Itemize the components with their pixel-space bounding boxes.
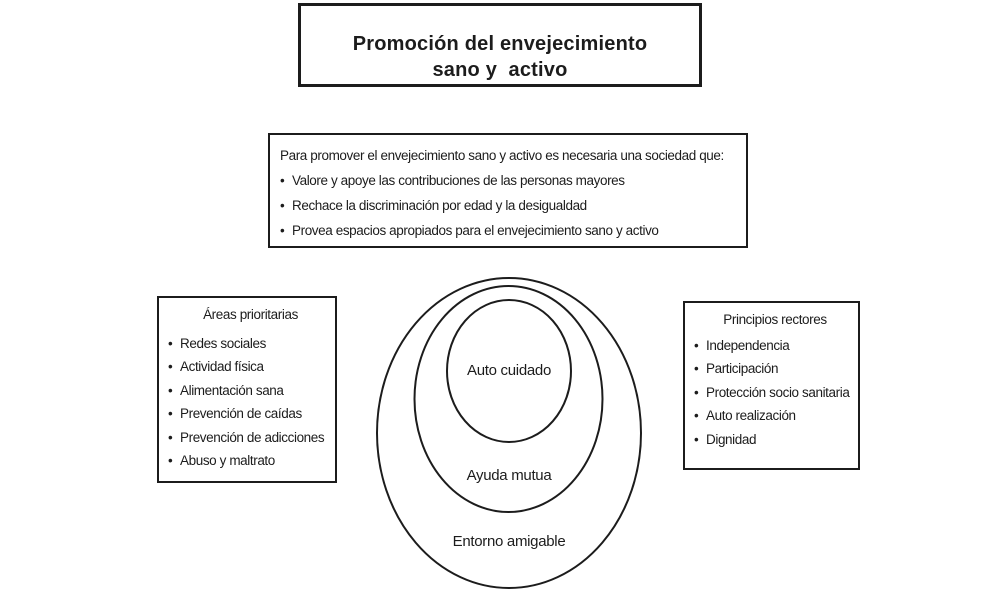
priority-areas-item: • Abuso y maltrato (168, 449, 333, 473)
priority-areas-item-text: Prevención de caídas (180, 406, 302, 421)
priority-areas-item-text: Actividad física (180, 359, 264, 374)
intro-lead-text: Para promover el envejecimiento sano y a… (280, 148, 724, 163)
priority-areas-item: • Alimentación sana (168, 379, 333, 403)
bullet-marker: • (168, 406, 173, 421)
guiding-principles-item-text: Independencia (706, 337, 790, 353)
guiding-principles-item: • Protección socio sanitaria (694, 381, 856, 405)
guiding-principles-item-text: Protección socio sanitaria (706, 384, 850, 400)
intro-bullet-item: • Rechace la discriminación por edad y la… (280, 193, 742, 218)
bullet-marker: • (694, 408, 699, 423)
priority-areas-item: • Actividad física (168, 355, 333, 379)
intro-bullet-text: Rechace la discriminación por edad y la … (292, 198, 587, 213)
bullet-marker: • (280, 223, 285, 238)
priority-areas-item-text: Abuso y maltrato (180, 453, 275, 468)
priority-areas-item: • Prevención de caídas (168, 402, 333, 426)
guiding-principles-title: Principios rectores (723, 312, 827, 327)
intro-bullet-text: Valore y apoye las contribuciones de las… (292, 173, 625, 188)
guiding-principles-item: • Independencia (694, 334, 856, 358)
figure-title-line-1: Promoción del envejecimiento (352, 33, 648, 55)
guiding-principles-item-text: Participación (706, 361, 779, 376)
priority-areas-item: • Redes sociales (168, 332, 333, 356)
guiding-principles-item: • Dignidad (694, 428, 856, 452)
intro-bullet-item: • Valore y apoye las contribuciones de la… (280, 168, 742, 193)
priority-areas-item-text: Alimentación sana (180, 382, 284, 398)
mutual-aid-label: Ayuda mutua (467, 467, 553, 484)
guiding-principles-item-text: Auto realización (706, 408, 796, 423)
bullet-marker: • (168, 429, 173, 445)
priority-areas-box: Áreas prioritarias • Redes sociales • Acti… (157, 296, 337, 483)
bullet-marker: • (168, 453, 173, 468)
bullet-marker: • (694, 337, 699, 353)
bullet-marker: • (280, 198, 285, 213)
bullet-marker: • (168, 335, 173, 351)
figure-title-line-2: sano y activo (432, 59, 568, 81)
bullet-marker: • (694, 384, 699, 400)
intro-box: Para promover el envejecimiento sano y a… (268, 133, 748, 248)
friendly-environment-ellipse (376, 277, 642, 589)
priority-areas-item: • Prevención de adicciones (168, 426, 333, 450)
guiding-principles-box: Principios rectores • Independencia • Part… (683, 301, 860, 470)
intro-bullet-item: • Provea espacios apropiados para el enve… (280, 218, 742, 243)
bullet-marker: • (168, 382, 173, 398)
bullet-marker: • (168, 359, 173, 374)
guiding-principles-item: • Auto realización (694, 404, 856, 428)
self-care-label: Auto cuidado (467, 362, 551, 379)
priority-areas-title: Áreas prioritarias (203, 307, 298, 322)
guiding-principles-item-text: Dignidad (706, 431, 757, 447)
intro-bullet-text: Provea espacios apropiados para el envej… (292, 223, 659, 238)
self-care-ellipse (446, 299, 572, 443)
bullet-marker: • (280, 173, 285, 188)
priority-areas-item-text: Prevención de adicciones (180, 429, 325, 445)
bullet-marker: • (694, 431, 699, 447)
priority-areas-item-text: Redes sociales (180, 335, 266, 351)
title-box: Promoción del envejecimiento sano y acti… (298, 3, 702, 87)
mutual-aid-ellipse (413, 285, 604, 513)
bullet-marker: • (694, 361, 699, 376)
guiding-principles-item: • Participación (694, 357, 856, 381)
friendly-environment-label: Entorno amigable (453, 533, 566, 550)
